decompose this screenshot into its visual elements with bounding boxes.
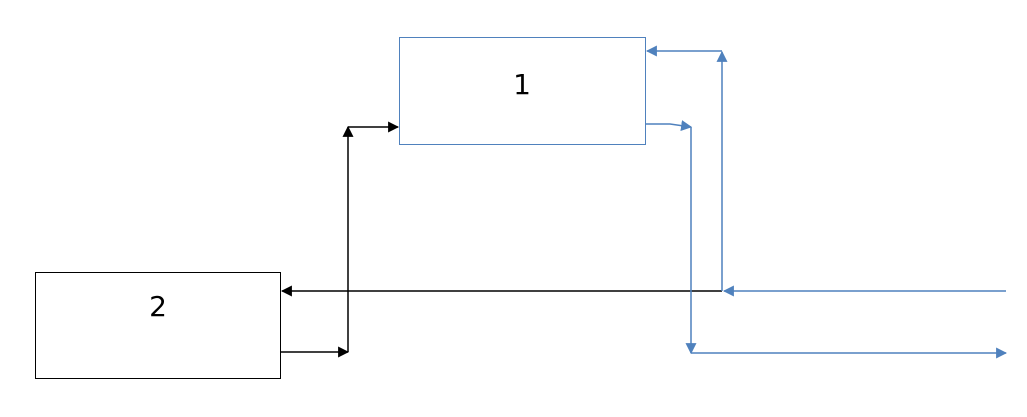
black-connections — [280, 121, 722, 358]
block-1: 1 — [399, 37, 646, 145]
blue-connections — [645, 45, 1008, 359]
block-2-frame — [35, 272, 281, 379]
block-2: 2 — [35, 272, 281, 379]
block-1-frame — [399, 37, 646, 145]
block-1-output-arrow — [646, 120, 693, 132]
block-2-label: 2 — [149, 290, 167, 323]
block-1-label: 1 — [513, 68, 531, 101]
